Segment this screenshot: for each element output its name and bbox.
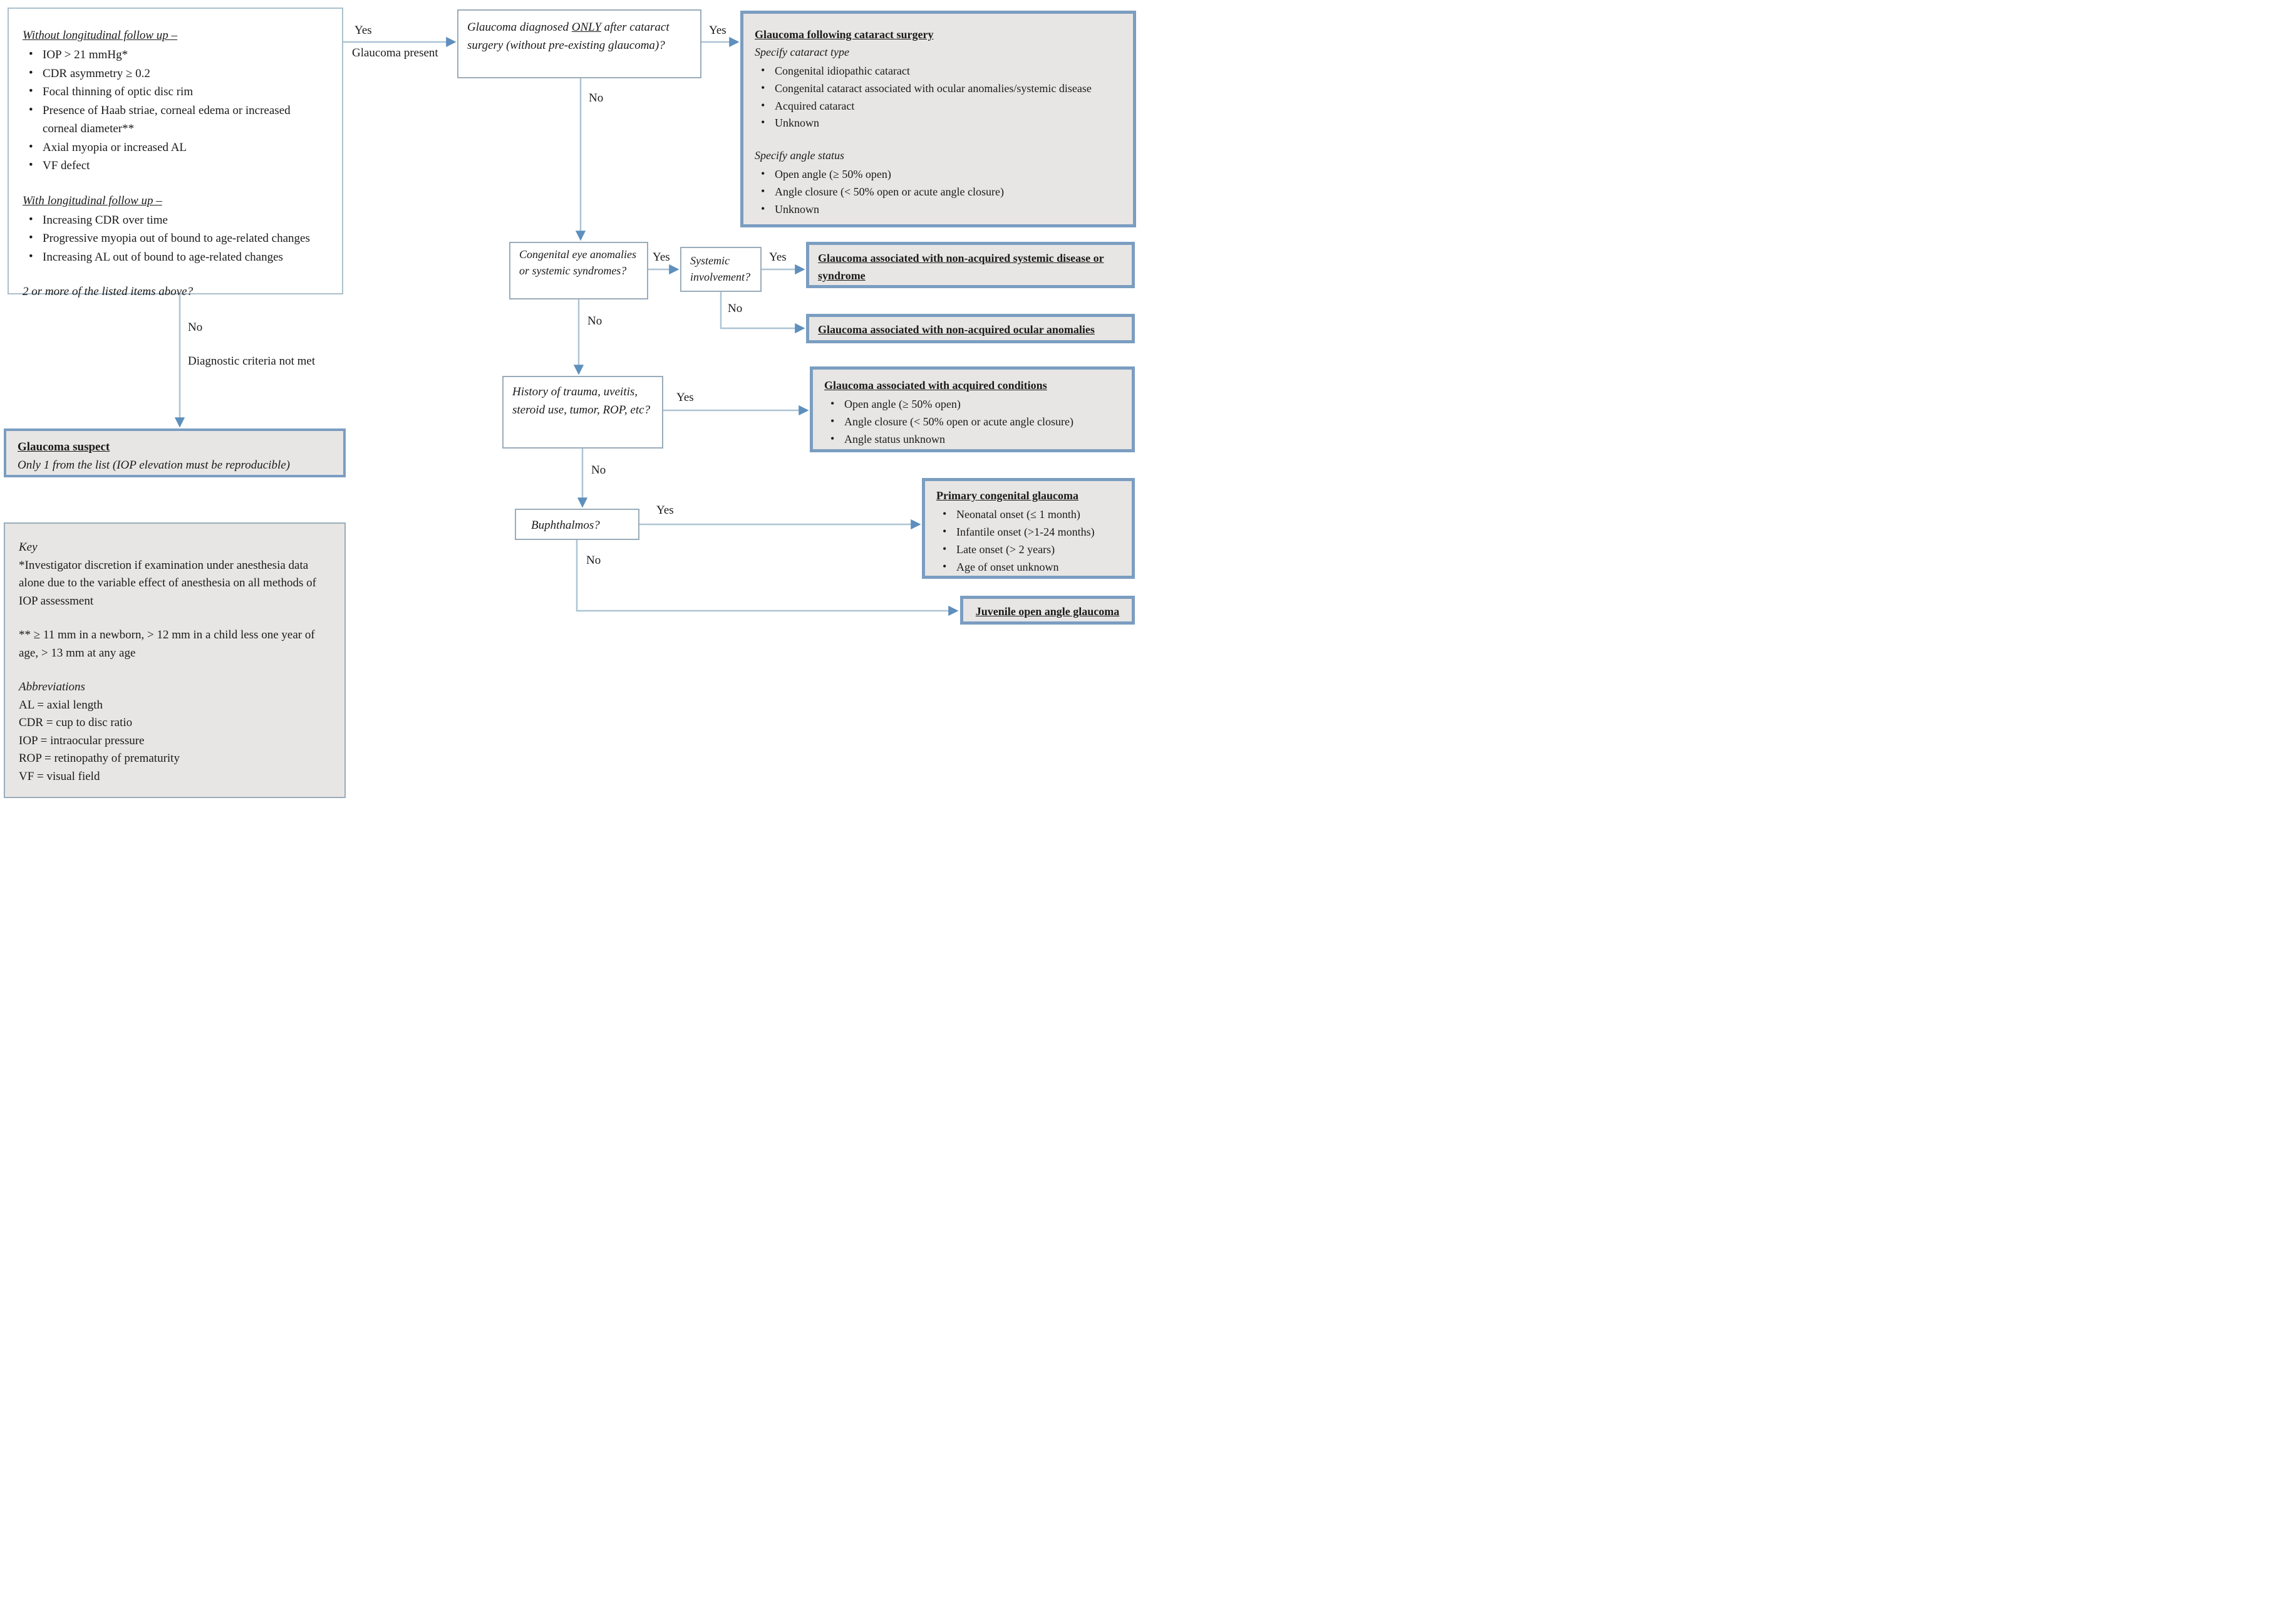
question-cataract-pre: Glaucoma diagnosed — [467, 21, 572, 34]
primary-onset-list: Neonatal onset (≤ 1 month) Infantile ons… — [936, 506, 1120, 576]
criteria-list-without-followup: IOP > 21 mmHg* CDR asymmetry ≥ 0.2 Focal… — [23, 45, 328, 175]
acquired-angle-list: Open angle (≥ 50% open) Angle closure (<… — [824, 395, 1120, 449]
question-cataract-surgery: Glaucoma diagnosed ONLY after cataract s… — [457, 9, 701, 78]
key-note-asterisk: *Investigator discretion if examination … — [19, 558, 316, 608]
label-yes-buphthalmos: Yes — [656, 504, 674, 517]
question-congenital-anomalies: Congenital eye anomalies or systemic syn… — [509, 242, 648, 299]
glaucoma-flowchart: Without longitudinal follow up – IOP > 2… — [0, 0, 1148, 814]
cataract-type-item: Acquired cataract — [755, 97, 1122, 115]
cataract-type-item: Congenital idiopathic cataract — [755, 62, 1122, 80]
abbreviation-item: ROP = retinopathy of prematurity — [19, 752, 180, 765]
result-nonacquired-ocular: Glaucoma associated with non-acquired oc… — [806, 314, 1135, 343]
result-juvenile-title: Juvenile open angle glaucoma — [975, 605, 1120, 618]
cataract-type-list: Congenital idiopathic cataract Congenita… — [755, 62, 1122, 133]
diagnostic-criteria-box: Without longitudinal follow up – IOP > 2… — [8, 8, 343, 298]
criteria-item: Focal thinning of optic disc rim — [23, 82, 328, 101]
question-systemic-involvement: Systemic involvement? — [680, 247, 762, 292]
flow-connectors — [174, 36, 959, 616]
result-cataract-subtitle-angle: Specify angle status — [755, 149, 844, 162]
label-no-history: No — [591, 464, 606, 477]
cataract-type-item: Unknown — [755, 114, 1122, 132]
question-history-trauma: History of trauma, uveitis, steroid use,… — [502, 376, 663, 449]
label-no-buphthalmos: No — [586, 554, 601, 567]
criteria-item: CDR asymmetry ≥ 0.2 — [23, 64, 328, 83]
angle-status-item: Unknown — [755, 200, 1122, 219]
angle-status-item: Angle closure (< 50% open or acute angle… — [755, 183, 1122, 201]
label-yes-cataract: Yes — [709, 24, 727, 37]
criteria-item: Increasing AL out of bound to age-relate… — [23, 247, 328, 266]
result-glaucoma-suspect: Glaucoma suspect Only 1 from the list (I… — [4, 428, 346, 477]
result-following-cataract-surgery: Glaucoma following cataract surgery Spec… — [740, 11, 1136, 227]
arrow-no-to-ocular-result — [720, 292, 805, 334]
label-yes-systemic: Yes — [769, 251, 787, 264]
primary-onset-item: Late onset (> 2 years) — [936, 541, 1120, 559]
result-primary-title: Primary congenital glaucoma — [936, 489, 1078, 502]
result-juvenile-open-angle: Juvenile open angle glaucoma — [960, 596, 1135, 625]
criteria-item: Presence of Haab striae, corneal edema o… — [23, 101, 328, 138]
abbreviation-item: CDR = cup to disc ratio — [19, 716, 133, 729]
abbreviation-item: IOP = intraocular pressure — [19, 734, 145, 747]
label-no-cataract: No — [589, 91, 604, 105]
suspect-subtitle: Only 1 from the list (IOP elevation must… — [18, 458, 290, 472]
result-cataract-subtitle-type: Specify cataract type — [755, 45, 849, 58]
angle-status-list: Open angle (≥ 50% open) Angle closure (<… — [755, 165, 1122, 219]
result-primary-congenital: Primary congenital glaucoma Neonatal ons… — [922, 478, 1135, 579]
result-nonacquired-systemic: Glaucoma associated with non-acquired sy… — [806, 242, 1135, 288]
label-no-criteria: No — [188, 321, 203, 334]
cataract-type-item: Congenital cataract associated with ocul… — [755, 80, 1122, 98]
result-nonacquired-ocular-title: Glaucoma associated with non-acquired oc… — [818, 323, 1095, 336]
key-title: Key — [19, 541, 38, 554]
label-yes-congenital: Yes — [653, 251, 670, 264]
criteria-item: IOP > 21 mmHg* — [23, 45, 328, 64]
criteria-item: Axial myopia or increased AL — [23, 138, 328, 157]
primary-onset-item: Infantile onset (>1-24 months) — [936, 523, 1120, 541]
label-no-systemic: No — [728, 302, 743, 315]
question-buphthalmos: Buphthalmos? — [515, 509, 639, 540]
criteria-item: Progressive myopia out of bound to age-r… — [23, 229, 328, 247]
criteria-header-without-followup: Without longitudinal follow up – — [23, 29, 178, 42]
result-acquired-conditions: Glaucoma associated with acquired condit… — [810, 366, 1135, 452]
label-diagnostic-not-met: Diagnostic criteria not met — [188, 355, 316, 368]
abbreviation-item: AL = axial length — [19, 698, 103, 712]
primary-onset-item: Age of onset unknown — [936, 558, 1120, 576]
criteria-question: 2 or more of the listed items above? — [23, 285, 194, 299]
key-panel: Key *Investigator discretion if examinat… — [4, 522, 346, 798]
label-no-congenital: No — [587, 314, 602, 328]
question-cataract-only: ONLY — [571, 21, 601, 34]
acquired-angle-item: Angle closure (< 50% open or acute angle… — [824, 413, 1120, 431]
criteria-item: VF defect — [23, 156, 328, 175]
criteria-header-with-followup: With longitudinal follow up – — [23, 194, 162, 207]
acquired-angle-item: Angle status unknown — [824, 430, 1120, 449]
key-note-double-asterisk: ** ≥ 11 mm in a newborn, > 12 mm in a ch… — [19, 628, 315, 660]
abbreviation-item: VF = visual field — [19, 769, 100, 783]
label-yes-glaucoma-present: Yes — [354, 24, 372, 37]
result-cataract-title: Glaucoma following cataract surgery — [755, 28, 934, 41]
criteria-item: Increasing CDR over time — [23, 210, 328, 229]
angle-status-item: Open angle (≥ 50% open) — [755, 165, 1122, 184]
criteria-list-with-followup: Increasing CDR over time Progressive myo… — [23, 210, 328, 266]
result-nonacquired-systemic-title: Glaucoma associated with non-acquired sy… — [818, 252, 1104, 282]
arrow-no-to-juvenile-result — [576, 540, 959, 616]
question-cataract-post: after cataract surgery (without pre-exis… — [467, 21, 670, 52]
result-acquired-title: Glaucoma associated with acquired condit… — [824, 379, 1047, 392]
label-glaucoma-present: Glaucoma present — [352, 46, 438, 60]
primary-onset-item: Neonatal onset (≤ 1 month) — [936, 506, 1120, 524]
acquired-angle-item: Open angle (≥ 50% open) — [824, 395, 1120, 413]
suspect-title: Glaucoma suspect — [18, 440, 110, 454]
abbreviations-title: Abbreviations — [19, 680, 85, 693]
label-yes-history: Yes — [676, 391, 694, 404]
